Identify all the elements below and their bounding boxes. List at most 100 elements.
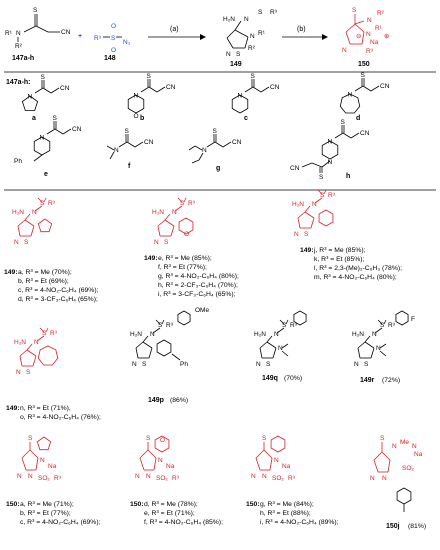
yield-149p: (86%)	[170, 397, 188, 404]
caption-text: a, R³ = Me (71%);	[20, 501, 74, 508]
atom-n-imine: N	[312, 201, 317, 208]
atom-na: Na	[414, 451, 423, 458]
atom-r2-149: R²	[248, 45, 256, 52]
atom-s: S	[53, 115, 58, 122]
atom-n2: N	[412, 443, 417, 450]
atom-s: S	[380, 435, 385, 442]
caption-text: d, R³ = 3-CF₃-C₆H₄ (65%);	[18, 296, 98, 303]
label-149p: 149p	[148, 397, 164, 404]
atom-n-ring: N	[14, 239, 19, 246]
atom-s: S	[33, 7, 38, 14]
compound-caption: c, R³ = 4-NO₂-C₆H₄ (69%);	[18, 287, 99, 294]
atom-h2n: H₂N	[352, 331, 364, 338]
caption-text: m, R³ = 4-NO₂-C₆H₄ (80%);	[314, 274, 397, 281]
compound-caption: i, R³ = 3-CF₃-C₆H₄ (65%);	[158, 291, 236, 298]
atom-n: N	[134, 93, 139, 100]
caption-id: 150:	[130, 501, 144, 508]
atom-s: S	[158, 322, 163, 329]
compound-caption: 150: g, R³ = Me (84%);	[246, 501, 314, 508]
atom-s-ring: S	[236, 51, 241, 58]
caption-id: 149:	[300, 247, 314, 254]
atom-cn: CN	[60, 85, 70, 92]
atom-n-imine: N	[150, 331, 155, 338]
step-a-label: (a)	[170, 26, 179, 33]
caption-text: o, R³ = 4-NO₂-C₆H₄ (76%);	[20, 414, 101, 421]
atom-ph: Ph	[14, 158, 22, 165]
compound-caption: l, R³ = 2,3-(Me)₂-C₆H₃ (78%);	[314, 265, 402, 272]
atom-s-sulfonyl: S	[258, 9, 263, 16]
scheme-148-sulfonyl-azide: R³ S O O N₃ 148	[94, 23, 131, 62]
atom-n-sulf: N	[274, 457, 279, 464]
yield-149r: (72%)	[382, 377, 400, 384]
atom-r3: R³	[388, 322, 396, 329]
atom-n-ring: N	[154, 239, 159, 246]
atom-s-ring: S	[26, 369, 31, 376]
atom-n: N	[28, 94, 33, 101]
caption-text: n, R³ = Et (71%),	[20, 405, 71, 412]
atom-n-ring2: N	[382, 475, 387, 482]
atom-s: S	[341, 119, 346, 126]
caption-text: b, R³ = Et (69%);	[18, 278, 69, 285]
atom-n-ring: N	[132, 361, 137, 368]
atom-n-imine: N	[372, 331, 377, 338]
atom-s: S	[320, 192, 325, 199]
atom-n-ring: N	[251, 473, 256, 480]
atom-s2: S	[319, 174, 324, 181]
scheme-147-thioamide: S CN N R¹ R² 147a-h	[5, 7, 71, 62]
atom-n: N	[278, 345, 283, 352]
atom-r3: R³	[288, 475, 296, 482]
compound-caption: 150: a, R³ = Me (71%);	[6, 501, 74, 508]
atom-n2: N	[328, 159, 333, 166]
atom-r3: R³	[94, 35, 102, 42]
atom-n: N	[376, 345, 381, 352]
atom-n: N	[114, 147, 119, 154]
atom-n-ring: N	[294, 231, 299, 238]
atom-r3: R³	[166, 322, 174, 329]
atom-r3: R³	[48, 200, 56, 207]
amine-label-d: d	[356, 115, 360, 122]
atom-r1-149: R¹	[258, 30, 266, 37]
amine-label-c: c	[244, 115, 248, 122]
atom-r3: R³	[50, 330, 58, 337]
atom-so2: SO₂	[156, 475, 168, 482]
atom-na: Na	[282, 463, 291, 470]
compound-caption: 149: j, R³ = Me (85%);	[300, 247, 366, 254]
atom-n3: N₃	[123, 39, 131, 46]
atom-h2n: H₂N	[254, 331, 266, 338]
compound-caption: d, R³ = 3-CF₃-C₆H₄ (65%);	[18, 296, 98, 303]
plus-sign: +	[78, 33, 82, 40]
atom-n-ring: N	[370, 475, 375, 482]
compound-caption: i, R³ = 4-NO₂-C₆H₄ (89%);	[260, 519, 339, 526]
atom-n-ring: N	[256, 361, 261, 368]
atom-r3: R³	[172, 475, 180, 482]
atom-n-ring: N	[135, 473, 140, 480]
label-149q: 149q	[262, 375, 278, 382]
atom-cn: CN	[166, 84, 176, 91]
caption-text: f, R³ = Et (77%);	[158, 264, 207, 271]
amine-label-a: a	[32, 115, 36, 122]
charge-plus: ⊕	[384, 33, 390, 40]
yield-150j: (81%)	[408, 523, 426, 530]
atom-n: N	[40, 135, 45, 142]
atom-r1-150: R¹	[375, 25, 383, 32]
atom-s-thio: S	[146, 435, 151, 442]
atom-n-ring: N	[17, 473, 22, 480]
compound-caption: h, R³ = Et (88%);	[260, 510, 311, 517]
compound-caption: k, R³ = Et (85%);	[314, 256, 365, 263]
atom-s: S	[147, 73, 152, 80]
yield-149q: (70%)	[284, 375, 302, 382]
atom-n: N	[202, 147, 207, 154]
atom-n-imine: N	[172, 209, 177, 216]
atom-s-148: S	[111, 35, 116, 42]
amine-label-e: e	[44, 171, 48, 178]
